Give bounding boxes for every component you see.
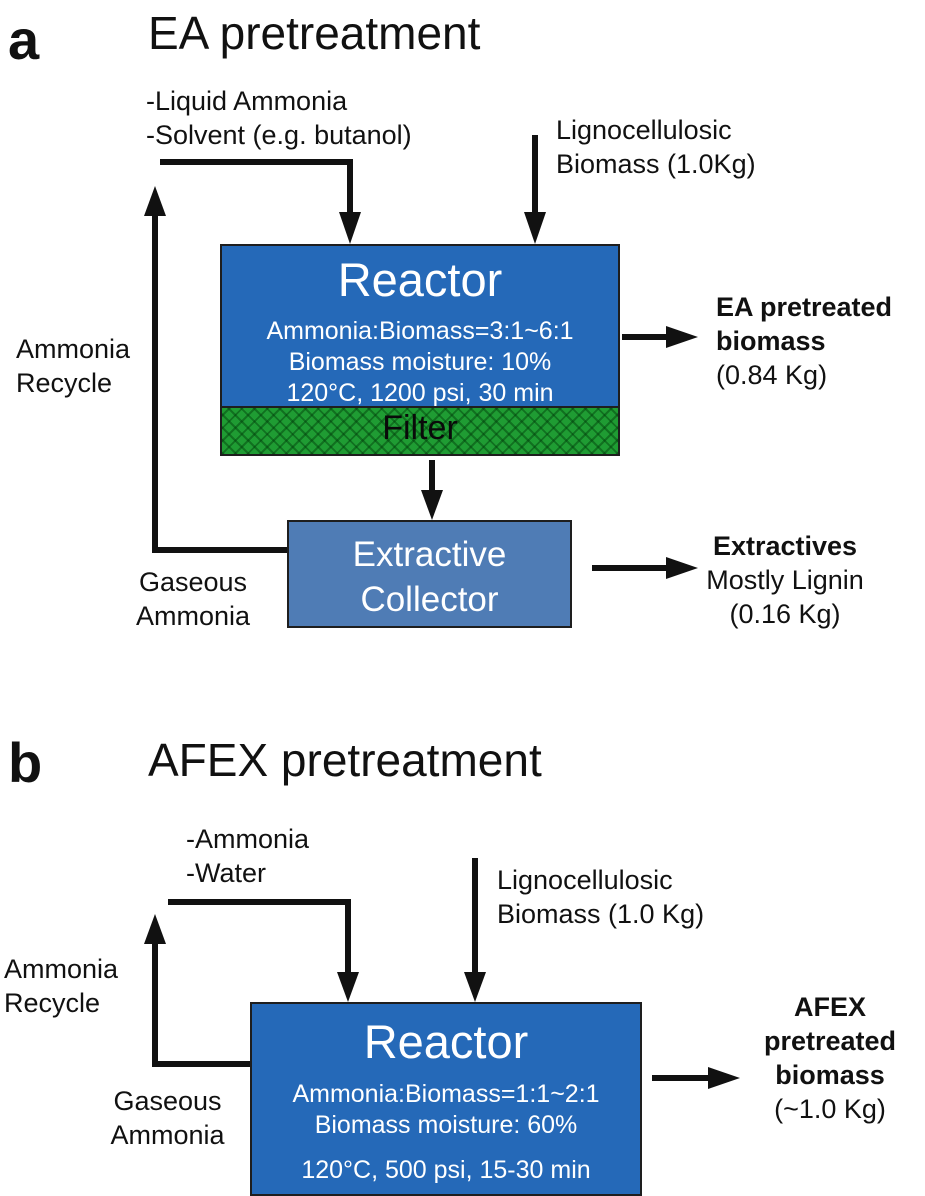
- panel-a-recycle-label: Ammonia Recycle: [16, 332, 130, 400]
- panel-a-filter: Filter: [220, 406, 620, 456]
- collector-label-line: Collector: [360, 580, 499, 619]
- recycle-label-line: Ammonia: [4, 954, 119, 984]
- panel-a-title: EA pretreatment: [148, 7, 481, 59]
- input-line: -Solvent (e.g. butanol): [146, 120, 412, 150]
- arrowhead: [524, 212, 546, 244]
- gaseous-label-line: Ammonia: [110, 1120, 225, 1150]
- extractives-line: (0.16 Kg): [729, 599, 841, 629]
- filter-label: Filter: [382, 409, 458, 447]
- biomass-input-line: Lignocellulosic: [497, 865, 673, 895]
- panel-b-inputs: -Ammonia -Water: [186, 822, 309, 890]
- output-amount: (0.84 Kg): [716, 360, 828, 390]
- arrowhead: [144, 186, 166, 216]
- output-title-line: biomass: [716, 326, 826, 356]
- biomass-input-line: Biomass (1.0Kg): [556, 149, 756, 179]
- reactor-condition: Biomass moisture: 10%: [288, 348, 552, 376]
- reactor-condition: 120°C, 500 psi, 15-30 min: [301, 1156, 591, 1184]
- output-title-line: EA pretreated: [716, 292, 893, 322]
- gaseous-label-line: Ammonia: [135, 601, 251, 631]
- collector-label-line: Extractive: [352, 535, 507, 574]
- recycle-label-line: Recycle: [16, 368, 113, 398]
- panel-b-letter: b: [8, 731, 43, 794]
- panel-a-extractive-collector-box: Extractive Collector: [287, 520, 572, 628]
- reactor-condition: Ammonia:Biomass=3:1~6:1: [266, 317, 574, 345]
- panel-a-inputs: -Liquid Ammonia -Solvent (e.g. butanol): [146, 84, 412, 152]
- gaseous-label-line: Gaseous: [138, 567, 248, 597]
- biomass-input-line: Lignocellulosic: [556, 115, 732, 145]
- reactor-condition: 120°C, 1200 psi, 30 min: [286, 379, 554, 407]
- arrowhead: [666, 557, 698, 579]
- output-title-line: pretreated: [763, 1026, 897, 1056]
- recycle-label-line: Recycle: [4, 988, 101, 1018]
- extractives-title: Extractives: [712, 531, 858, 561]
- panel-b-biomass-input: Lignocellulosic Biomass (1.0 Kg): [497, 863, 704, 931]
- panel-b-reactor-box: Reactor Ammonia:Biomass=1:1~2:1 Biomass …: [250, 1002, 642, 1196]
- reactor-condition: Ammonia:Biomass=1:1~2:1: [292, 1080, 600, 1108]
- reactor-title: Reactor: [363, 1015, 529, 1068]
- arrow-a-inputs-to-reactor: [160, 159, 353, 218]
- arrowhead: [339, 212, 361, 244]
- reactor-condition: Biomass moisture: 60%: [314, 1111, 578, 1139]
- arrow-b-ammonia-recycle: [152, 940, 252, 1067]
- panel-b-recycle-label: Ammonia Recycle: [4, 952, 118, 1020]
- arrowhead: [337, 972, 359, 1002]
- panel-b-title: AFEX pretreatment: [148, 734, 542, 786]
- panel-a-output-extractives: Extractives Mostly Lignin (0.16 Kg): [700, 529, 870, 631]
- recycle-label-line: Ammonia: [16, 334, 131, 364]
- output-title-line: biomass: [775, 1060, 885, 1090]
- arrowhead: [708, 1067, 740, 1089]
- arrowhead: [464, 972, 486, 1002]
- input-line: -Liquid Ammonia: [146, 86, 348, 116]
- reactor-title: Reactor: [337, 253, 503, 306]
- arrowhead: [144, 914, 166, 944]
- panel-b-output-biomass: AFEX pretreated biomass (~1.0 Kg): [745, 990, 915, 1126]
- panel-a-output-biomass: EA pretreated biomass (0.84 Kg): [716, 290, 892, 392]
- gaseous-label-line: Gaseous: [113, 1086, 222, 1116]
- arrowhead: [666, 326, 698, 348]
- panel-a-reactor-box: Reactor Ammonia:Biomass=3:1~6:1 Biomass …: [220, 244, 620, 408]
- arrowhead: [421, 490, 443, 520]
- panel-a-gaseous-label: Gaseous Ammonia: [128, 565, 258, 633]
- output-title-line: AFEX: [793, 992, 866, 1022]
- panel-a-biomass-input: Lignocellulosic Biomass (1.0Kg): [556, 113, 756, 181]
- input-line: -Ammonia: [186, 824, 310, 854]
- biomass-input-line: Biomass (1.0 Kg): [497, 899, 705, 929]
- panel-a-letter: a: [8, 8, 40, 71]
- extractives-line: Mostly Lignin: [706, 565, 864, 595]
- arrow-a-ammonia-recycle: [152, 212, 287, 553]
- arrow-b-inputs-to-reactor: [168, 899, 351, 975]
- input-line: -Water: [186, 858, 266, 888]
- panel-b-gaseous-label: Gaseous Ammonia: [100, 1084, 235, 1152]
- output-amount: (~1.0 Kg): [774, 1094, 886, 1124]
